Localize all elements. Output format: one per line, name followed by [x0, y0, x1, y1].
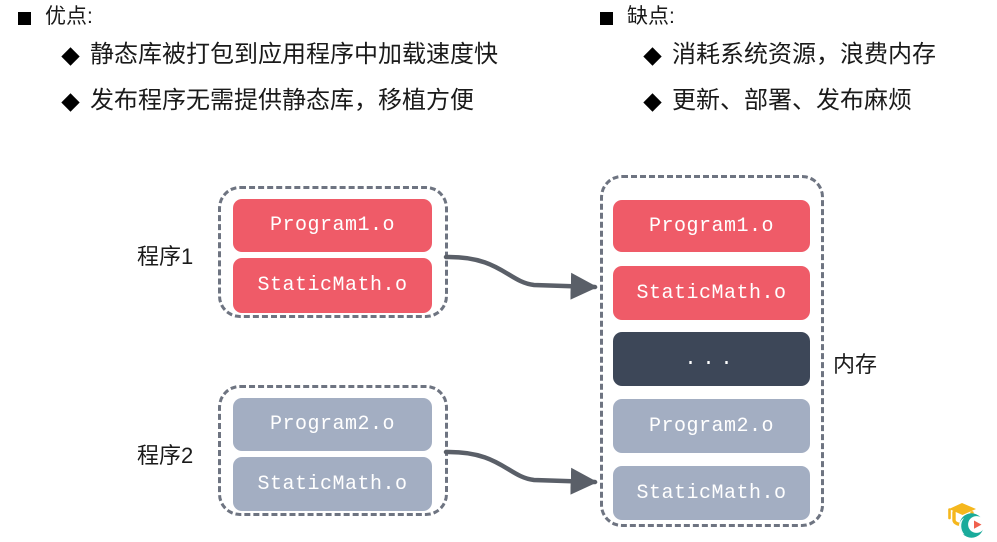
advantages-heading: 优点: [18, 2, 498, 32]
disadvantages-item-1: 消耗系统资源，浪费内存 [643, 32, 936, 78]
advantages-item-2: 发布程序无需提供静态库，移植方便 [61, 78, 498, 124]
disadvantages-items: 消耗系统资源，浪费内存 更新、部署、发布麻烦 [643, 32, 936, 124]
program-1-label: 程序1 [137, 244, 194, 269]
memory-chip-5: StaticMath.o [613, 466, 810, 520]
memory-label: 内存 [833, 352, 878, 377]
diamond-bullet-icon [643, 46, 662, 66]
program-2-label: 程序2 [137, 443, 194, 468]
disadvantages-item-2: 更新、部署、发布麻烦 [643, 78, 936, 124]
program-2-chip-2: StaticMath.o [233, 457, 432, 511]
memory-chip-4: Program2.o [613, 399, 810, 453]
program-2-chip-1: Program2.o [233, 398, 432, 451]
advantages-column: 优点: 静态库被打包到应用程序中加载速度快 发布程序无需提供静态库，移植方便 [18, 2, 498, 124]
connector-arrow-program-2 [443, 449, 598, 495]
program-1-chip-1: Program1.o [233, 199, 432, 252]
disadvantages-item-2-label: 更新、部署、发布麻烦 [672, 87, 912, 114]
advantages-item-1: 静态库被打包到应用程序中加载速度快 [61, 32, 498, 78]
connector-arrow-program-1 [443, 254, 598, 300]
advantages-items: 静态库被打包到应用程序中加载速度快 发布程序无需提供静态库，移植方便 [61, 32, 498, 124]
advantages-heading-label: 优点: [45, 5, 93, 28]
program-1-chip-2: StaticMath.o [233, 258, 432, 313]
advantages-item-1-label: 静态库被打包到应用程序中加载速度快 [90, 41, 498, 68]
disadvantages-heading: 缺点: [600, 2, 936, 32]
diamond-bullet-icon [61, 92, 80, 112]
square-bullet-icon [18, 11, 31, 25]
memory-chip-2: StaticMath.o [613, 266, 810, 320]
graduation-cap-play-logo [948, 503, 985, 538]
program-1-container [218, 186, 448, 318]
advantages-item-2-label: 发布程序无需提供静态库，移植方便 [90, 87, 474, 114]
memory-chip-1: Program1.o [613, 200, 810, 252]
memory-chip-3: ... [613, 332, 810, 386]
disadvantages-item-1-label: 消耗系统资源，浪费内存 [672, 41, 936, 68]
square-bullet-icon [600, 11, 613, 25]
diamond-bullet-icon [61, 46, 80, 66]
disadvantages-column: 缺点: 消耗系统资源，浪费内存 更新、部署、发布麻烦 [600, 2, 936, 124]
disadvantages-heading-label: 缺点: [627, 5, 675, 28]
memory-container [600, 175, 824, 527]
diamond-bullet-icon [643, 92, 662, 112]
